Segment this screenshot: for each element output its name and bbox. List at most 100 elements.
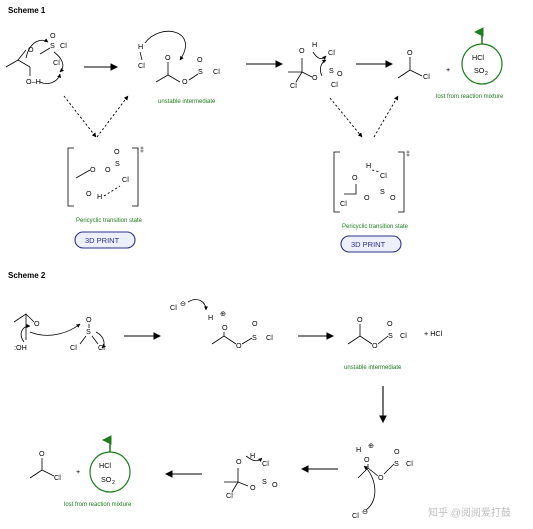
scheme2-protonated-intermediate: H ⊕ O O S O Cl Cl ⊖: [352, 441, 413, 520]
svg-text:Cl: Cl: [226, 491, 233, 500]
svg-text:O: O: [299, 46, 305, 55]
svg-text:S: S: [50, 41, 55, 50]
ts2-label: Pericyclic transition state: [342, 224, 409, 230]
scheme2-lost-label: lost from reaction mixture: [64, 502, 132, 508]
svg-text:Cl: Cl: [266, 333, 273, 342]
svg-text:H: H: [356, 445, 361, 454]
scheme2-acetyl-chloride: O Cl: [29, 449, 61, 482]
svg-text:O: O: [372, 341, 378, 350]
svg-text:Cl: Cl: [170, 303, 177, 312]
svg-text:HCl: HCl: [99, 461, 111, 470]
scheme1-plus: +: [446, 65, 450, 74]
svg-text:⊖: ⊖: [180, 299, 186, 308]
svg-text:O: O: [86, 189, 92, 198]
svg-text:O: O: [197, 55, 203, 64]
svg-text:SO: SO: [101, 475, 112, 484]
svg-text:⊕: ⊕: [220, 309, 226, 318]
svg-text:H: H: [138, 42, 143, 51]
svg-text:S: S: [198, 67, 203, 76]
svg-text:Cl: Cl: [213, 67, 220, 76]
svg-text:3D PRINT: 3D PRINT: [85, 236, 120, 245]
scheme1-intermediate-1: H Cl O O S O Cl unstable intermediate: [138, 30, 220, 105]
svg-text:Cl: Cl: [54, 473, 61, 482]
svg-text:H: H: [366, 161, 371, 170]
scheme1-unstable-label: unstable intermediate: [158, 99, 216, 105]
scheme1-dashed-arrow-3: [329, 97, 363, 138]
svg-text:HCl: HCl: [472, 53, 484, 62]
scheme2-title: Scheme 2: [8, 271, 46, 280]
svg-text:O: O: [312, 73, 318, 82]
svg-text:O: O: [34, 319, 40, 328]
svg-text:S: S: [380, 187, 385, 196]
svg-text:O: O: [105, 165, 111, 174]
svg-text:O: O: [387, 319, 393, 328]
svg-text:3D PRINT: 3D PRINT: [351, 240, 386, 249]
svg-text:O: O: [390, 193, 396, 202]
svg-text:Cl: Cl: [328, 48, 335, 57]
scheme1-transition-state-1: ‡ O O S O Cl O H Pericyclic transition s…: [67, 145, 144, 224]
svg-text:S: S: [86, 327, 91, 336]
svg-text:O: O: [394, 447, 400, 456]
scheme1-transition-state-2: ‡ O H Cl S O O Cl Pericyclic transition …: [333, 149, 410, 230]
scheme2-cyclic-intermediate: O H Cl S O O Cl: [224, 451, 278, 500]
scheme1-dashed-arrow-4: [373, 95, 399, 138]
svg-text:H: H: [312, 40, 317, 49]
svg-text:O: O: [236, 457, 242, 466]
svg-text:Cl: Cl: [98, 343, 105, 352]
svg-text:O: O: [337, 69, 343, 78]
svg-text:‡: ‡: [140, 145, 144, 154]
svg-text:⊖: ⊖: [362, 507, 368, 516]
svg-text:O: O: [114, 147, 120, 156]
svg-text:O: O: [272, 480, 278, 489]
svg-text:O: O: [407, 48, 413, 57]
svg-text:Cl: Cl: [262, 459, 269, 468]
svg-text:O: O: [378, 473, 384, 482]
svg-text:O: O: [165, 53, 171, 62]
svg-text:H: H: [250, 451, 255, 460]
svg-text:Cl: Cl: [380, 171, 387, 180]
scheme1-acetyl-chloride: O Cl: [397, 48, 430, 81]
svg-text:Cl: Cl: [290, 81, 297, 90]
scheme1-lost-label: lost from reaction mixture: [436, 94, 504, 100]
svg-text:O: O: [364, 455, 370, 464]
scheme1-acetic-acid: O O–H S O Cl Cl: [5, 31, 67, 86]
svg-text:Cl: Cl: [406, 459, 413, 468]
svg-text:O: O: [28, 45, 34, 54]
svg-text:O: O: [252, 319, 258, 328]
scheme2-unstable-label: unstable intermediate: [344, 365, 402, 371]
svg-text:O: O: [182, 77, 188, 86]
svg-text:‡: ‡: [406, 149, 410, 158]
svg-text:S: S: [329, 66, 334, 75]
print-3d-button-2[interactable]: 3D PRINT: [340, 235, 402, 253]
scheme2-unstable-intermediate: O O S O Cl + HCl unstable intermediate: [344, 315, 443, 371]
svg-text:Cl: Cl: [340, 199, 347, 208]
svg-text:O: O: [352, 173, 358, 182]
scheme2-gas-products: HCl SO 2 lost from reaction mixture: [64, 435, 132, 508]
svg-text:H: H: [97, 192, 102, 201]
scheme1-dashed-arrow-2: [96, 95, 129, 138]
scheme2-plus: +: [76, 467, 80, 476]
svg-text:2: 2: [112, 480, 115, 486]
svg-text:O: O: [50, 31, 56, 40]
svg-text:S: S: [388, 331, 393, 340]
svg-text:+ HCl: + HCl: [424, 329, 443, 338]
svg-text:O: O: [222, 323, 228, 332]
svg-text:Cl: Cl: [331, 80, 338, 89]
svg-text:O: O: [357, 315, 363, 324]
svg-text:Cl: Cl: [400, 331, 407, 340]
svg-text:2: 2: [485, 71, 488, 77]
print-3d-button-1[interactable]: 3D PRINT: [74, 231, 136, 249]
svg-text:Cl: Cl: [70, 343, 77, 352]
svg-text:Cl: Cl: [138, 61, 145, 70]
svg-text:O–H: O–H: [26, 77, 41, 86]
svg-text:H: H: [208, 313, 213, 322]
svg-text:O: O: [236, 341, 242, 350]
watermark: 知乎 @阅阅爱打鼓: [428, 506, 511, 519]
scheme2-starting-material: O :OH O S Cl Cl: [13, 313, 106, 352]
svg-text:Cl: Cl: [53, 58, 60, 67]
svg-text:O: O: [250, 483, 256, 492]
ts1-label: Pericyclic transition state: [76, 218, 143, 224]
scheme1-cyclic-intermediate: O H Cl S O O Cl Cl: [288, 40, 343, 90]
scheme1-dashed-arrow-1: [63, 95, 97, 138]
